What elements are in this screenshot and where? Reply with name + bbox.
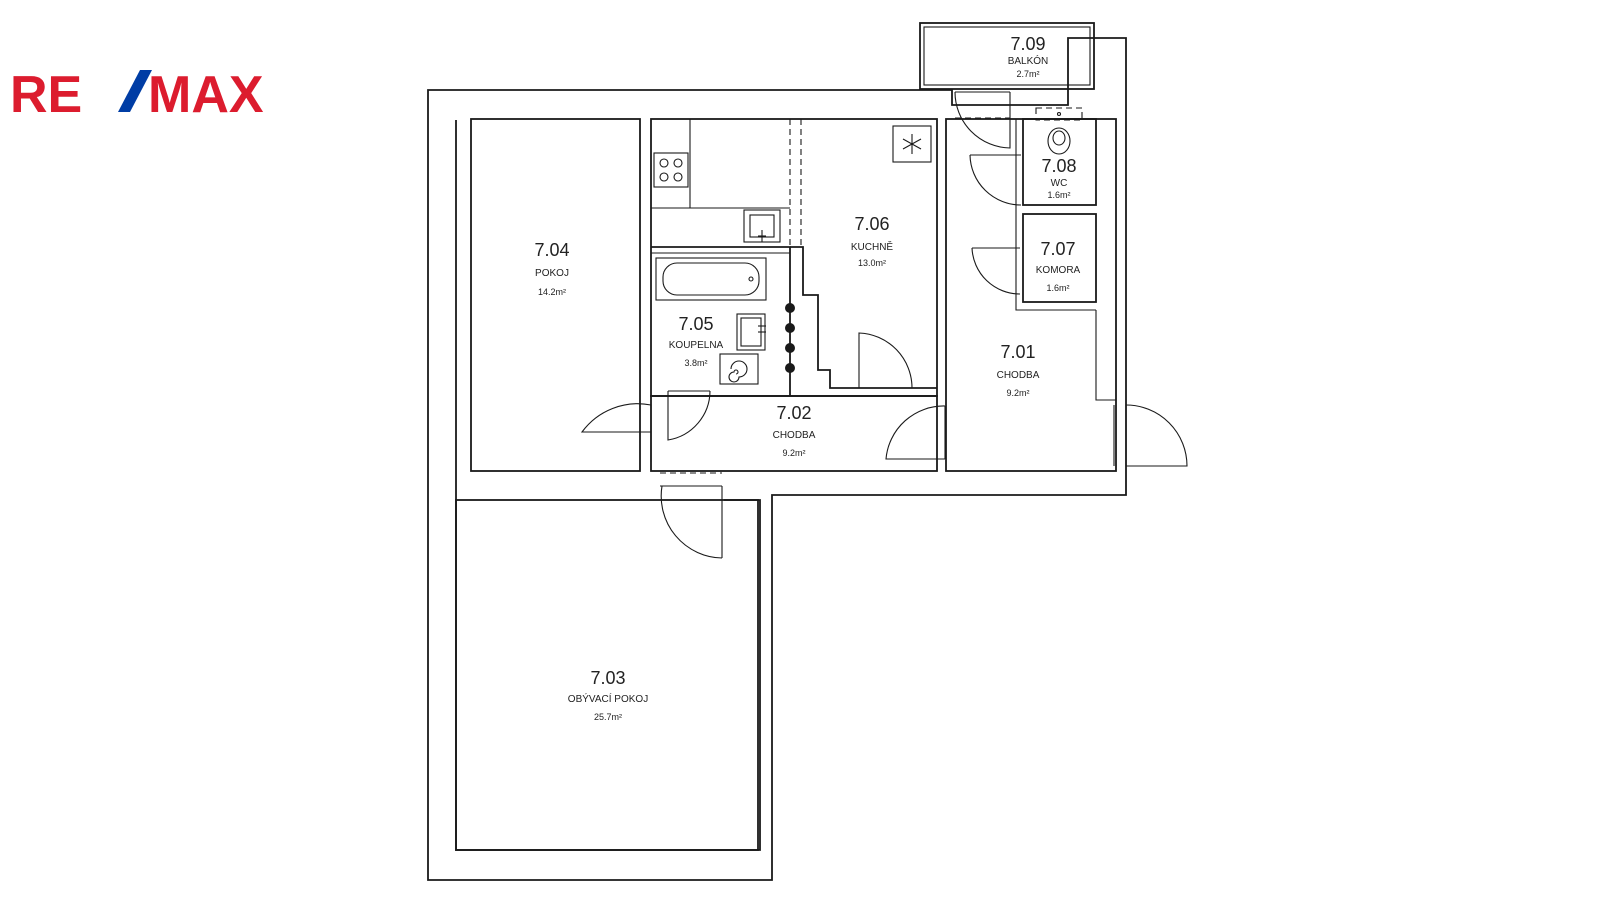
room-label-7-06: 7.06 KUCHNĚ 13.0m² — [851, 214, 894, 268]
stove-icon — [653, 152, 689, 188]
room-label-7-05: 7.05 KOUPELNA 3.8m² — [669, 314, 724, 368]
room-number: 7.09 — [1010, 34, 1045, 54]
room-area: 14.2m² — [538, 287, 566, 297]
room-area: 25.7m² — [594, 712, 622, 722]
room-label-7-09: 7.09 BALKÓN 2.7m² — [1008, 34, 1049, 79]
room-name: WC — [1051, 178, 1068, 189]
room-name: CHODBA — [773, 430, 816, 441]
washbasin-icon — [736, 313, 766, 351]
ventilation-icon — [892, 125, 932, 163]
room-number: 7.08 — [1041, 156, 1076, 176]
room-label-7-08: 7.08 WC 1.6m² — [1041, 156, 1076, 200]
logo-text-max: MAX — [148, 66, 264, 124]
room-number: 7.04 — [534, 240, 569, 260]
toilet-icon — [1035, 107, 1083, 155]
room-number: 7.06 — [854, 214, 889, 234]
room-number: 7.03 — [590, 668, 625, 688]
remax-logo: RE MAX — [10, 66, 264, 124]
room-area: 3.8m² — [684, 358, 707, 368]
logo-text-re: RE — [10, 66, 82, 124]
room-name: BALKÓN — [1008, 54, 1049, 67]
room-pokoj — [470, 118, 641, 472]
room-label-7-07: 7.07 KOMORA 1.6m² — [1036, 239, 1081, 293]
room-label-7-01: 7.01 CHODBA 9.2m² — [997, 342, 1040, 398]
room-area: 13.0m² — [858, 258, 886, 268]
room-label-7-04: 7.04 POKOJ 14.2m² — [534, 240, 569, 297]
room-chodba-entry — [945, 118, 1117, 472]
room-name: KOMORA — [1036, 265, 1081, 276]
room-name: POKOJ — [535, 268, 569, 279]
room-number: 7.05 — [678, 314, 713, 334]
room-name: OBÝVACÍ POKOJ — [568, 692, 648, 705]
boiler-icon — [719, 353, 759, 385]
room-name: KUCHNĚ — [851, 240, 894, 253]
room-area: 9.2m² — [1006, 388, 1029, 398]
room-number: 7.01 — [1000, 342, 1035, 362]
doors — [580, 91, 1188, 559]
bathtub-icon — [655, 257, 767, 301]
chimney-icons — [785, 303, 795, 373]
room-area: 2.7m² — [1016, 69, 1039, 79]
room-number: 7.07 — [1040, 239, 1075, 259]
outer-walls — [427, 37, 1127, 881]
room-name: KOUPELNA — [669, 340, 724, 351]
room-label-7-03: 7.03 OBÝVACÍ POKOJ 25.7m² — [568, 668, 648, 722]
room-balcony — [919, 22, 1095, 90]
room-number: 7.02 — [776, 403, 811, 423]
room-area: 9.2m² — [782, 448, 805, 458]
room-name: CHODBA — [997, 370, 1040, 381]
logo-slash — [118, 70, 152, 112]
room-obyvaci-pokoj — [455, 499, 759, 851]
room-area: 1.6m² — [1047, 190, 1070, 200]
sink-icon — [743, 209, 781, 243]
room-area: 1.6m² — [1046, 283, 1069, 293]
room-label-7-02: 7.02 CHODBA 9.2m² — [773, 403, 816, 458]
